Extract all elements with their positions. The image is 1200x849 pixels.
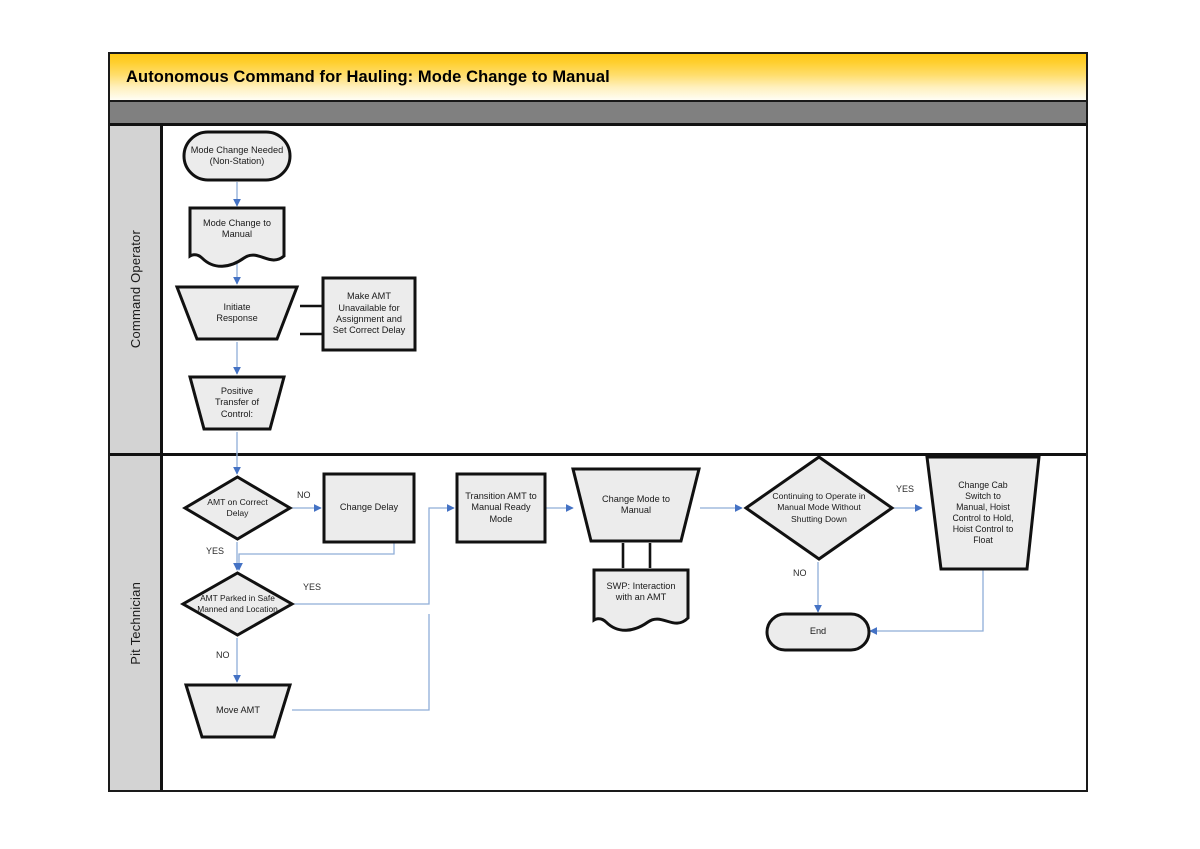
trapezoid-shape bbox=[174, 285, 300, 341]
edge-label-no-parked-safe: NO bbox=[216, 650, 230, 660]
node-label: SWP: Interaction with an AMT bbox=[606, 580, 676, 602]
terminator-shape bbox=[765, 612, 871, 652]
node-label: AMT on Correct Delay bbox=[207, 496, 268, 518]
node-label: Mode Change to Manual bbox=[203, 217, 271, 239]
node-move-amt[interactable]: Move AMT bbox=[182, 682, 294, 740]
swimlane-command-operator: Command Operator bbox=[110, 126, 1086, 456]
decision-shape bbox=[179, 571, 296, 637]
node-transition-amt-to-manual-ready-mode[interactable]: Transition AMT to Manual Ready Mode bbox=[455, 472, 547, 544]
diagram-frame: Autonomous Command for Hauling: Mode Cha… bbox=[108, 52, 1088, 792]
node-label: Continuing to Operate in Manual Mode Wit… bbox=[772, 490, 866, 524]
terminator-shape bbox=[182, 130, 292, 182]
process-shape bbox=[322, 472, 416, 544]
node-positive-transfer-of-control[interactable]: Positive Transfer of Control: bbox=[186, 374, 288, 432]
edge-label-yes-parked-safe: YES bbox=[303, 582, 322, 592]
node-label: Change Cab Switch to Manual, Hoist Contr… bbox=[952, 480, 1014, 545]
diagram-subtitle-bar bbox=[110, 102, 1086, 126]
node-label: Transition AMT to Manual Ready Mode bbox=[465, 490, 537, 524]
process-shape bbox=[455, 472, 547, 544]
swimlane-header-command-operator: Command Operator bbox=[110, 126, 163, 453]
node-label: AMT Parked in Safe Manned and Location bbox=[197, 592, 278, 614]
trapezoid-shape bbox=[925, 455, 1041, 571]
edge-label-yes-continuing: YES bbox=[896, 484, 915, 494]
node-label: Change Delay bbox=[339, 502, 399, 513]
edge-label-no-correct-delay: NO bbox=[297, 490, 311, 500]
node-initiate-response[interactable]: Initiate Response bbox=[173, 284, 301, 342]
node-change-mode-to-manual[interactable]: Change Mode to Manual bbox=[569, 466, 703, 544]
node-make-amt-unavailable[interactable]: Make AMT Unavailable for Assignment and … bbox=[321, 276, 417, 352]
trapezoid-shape bbox=[183, 683, 293, 739]
decision-shape bbox=[743, 455, 895, 561]
node-label: Initiate Response bbox=[216, 301, 258, 323]
document-shape bbox=[592, 568, 690, 632]
node-label: End bbox=[809, 626, 827, 637]
swimlane-header-pit-technician: Pit Technician bbox=[110, 456, 163, 790]
decision-shape bbox=[182, 475, 293, 541]
trapezoid-shape bbox=[571, 467, 701, 543]
node-label: Positive Transfer of Control: bbox=[214, 385, 260, 419]
node-amt-on-correct-delay[interactable]: AMT on Correct Delay bbox=[182, 474, 293, 542]
node-end[interactable]: End bbox=[765, 612, 871, 652]
swimlane-pit-technician: Pit Technician bbox=[110, 456, 1086, 790]
node-mode-change-to-manual[interactable]: Mode Change to Manual bbox=[188, 206, 286, 270]
node-label: Change Mode to Manual bbox=[602, 493, 670, 515]
node-amt-parked-in-safe[interactable]: AMT Parked in Safe Manned and Location bbox=[179, 570, 296, 638]
process-shape bbox=[321, 276, 417, 352]
edge-label-no-continuing: NO bbox=[793, 568, 807, 578]
node-label: Move AMT bbox=[216, 705, 260, 716]
node-change-cab-switch[interactable]: Change Cab Switch to Manual, Hoist Contr… bbox=[923, 454, 1043, 572]
swimlane-label-pit-technician: Pit Technician bbox=[127, 581, 143, 665]
trapezoid-shape bbox=[188, 375, 286, 431]
node-swp-interaction-with-an-amt[interactable]: SWP: Interaction with an AMT bbox=[592, 568, 690, 634]
diagram-title-bar: Autonomous Command for Hauling: Mode Cha… bbox=[110, 54, 1086, 102]
node-label: Mode Change Needed (Non-Station) bbox=[190, 144, 284, 166]
page-title: Autonomous Command for Hauling: Mode Cha… bbox=[126, 67, 610, 86]
node-mode-change-needed[interactable]: Mode Change Needed (Non-Station) bbox=[182, 130, 292, 182]
node-label: Make AMT Unavailable for Assignment and … bbox=[332, 291, 406, 336]
node-change-delay[interactable]: Change Delay bbox=[322, 472, 416, 544]
document-shape bbox=[188, 206, 286, 268]
edge-label-yes-correct-delay: YES bbox=[206, 546, 225, 556]
node-continuing-to-operate[interactable]: Continuing to Operate in Manual Mode Wit… bbox=[743, 454, 895, 562]
swimlane-label-command-operator: Command Operator bbox=[127, 230, 143, 349]
